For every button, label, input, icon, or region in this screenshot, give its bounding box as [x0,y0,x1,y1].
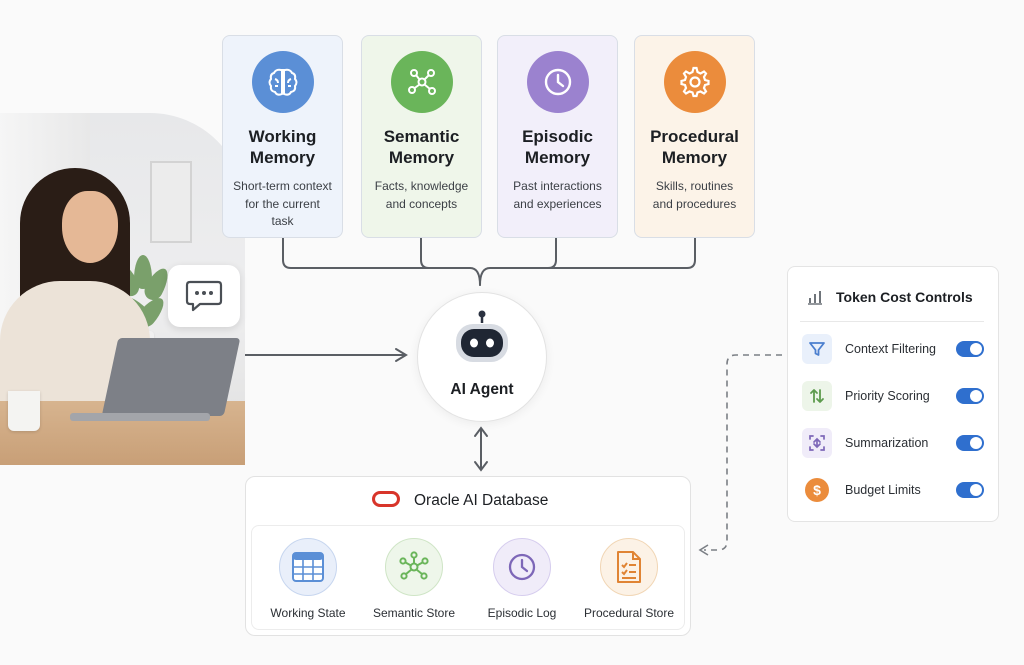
network-icon [391,51,453,113]
context-filtering-toggle[interactable] [956,341,984,357]
dollar-icon: $ [802,475,832,505]
compress-icon [802,428,832,458]
store-label: Working State [270,606,346,620]
summarization-toggle[interactable] [956,435,984,451]
control-label: Context Filtering [845,342,937,356]
agent-label: AI Agent [450,381,514,398]
clock-icon [493,538,551,596]
filter-icon [802,334,832,364]
store-label: Episodic Log [487,606,557,620]
checklist-icon [600,538,658,596]
token-cost-controls-panel[interactable]: Token Cost Controls Context Filtering Pr… [787,266,999,522]
store-procedural[interactable]: Procedural Store [579,538,679,620]
oracle-logo-icon [372,491,400,507]
robot-icon [456,310,508,362]
ai-agent-node[interactable]: AI Agent [417,292,547,422]
budget-limits-toggle[interactable] [956,482,984,498]
store-semantic[interactable]: Semantic Store [364,538,464,620]
chat-message-card[interactable] [168,265,240,327]
bar-chart-icon [808,291,822,305]
control-priority-scoring[interactable]: Priority Scoring [802,381,988,413]
control-label: Budget Limits [845,483,921,497]
database-title: Oracle AI Database [414,492,549,509]
network-icon [385,538,443,596]
store-label: Procedural Store [583,606,675,620]
svg-text:$: $ [813,482,821,498]
control-label: Summarization [845,436,929,450]
priority-scoring-toggle[interactable] [956,388,984,404]
chat-bubble-icon [185,280,223,312]
control-label: Priority Scoring [845,389,930,403]
token-controls-title: Token Cost Controls [836,289,973,305]
clock-icon [527,51,589,113]
control-budget-limits[interactable]: $ Budget Limits [802,475,988,507]
store-working-state[interactable]: Working State [258,538,358,620]
store-label: Semantic Store [372,606,456,620]
divider [800,321,984,322]
control-summarization[interactable]: Summarization [802,428,988,460]
database-stores: Working State Semantic Store Episodic Lo… [251,525,685,630]
sort-arrows-icon [802,381,832,411]
table-icon [279,538,337,596]
brain-icon [252,51,314,113]
control-context-filtering[interactable]: Context Filtering [802,334,988,366]
store-episodic[interactable]: Episodic Log [472,538,572,620]
gear-icon [664,51,726,113]
oracle-database-panel[interactable]: Oracle AI Database Working State Semanti… [245,476,691,636]
